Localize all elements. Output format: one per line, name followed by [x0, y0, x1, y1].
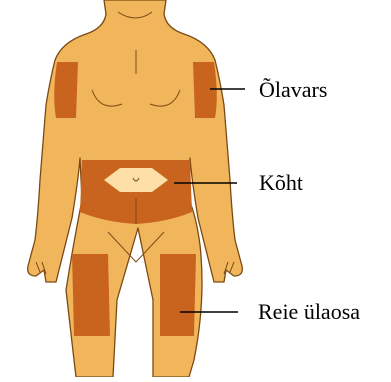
abdomen-label: Kõht: [259, 170, 303, 196]
right-upper-arm-area: [193, 62, 217, 118]
right-thigh-area: [160, 254, 196, 336]
upper-arm-label: Õlavars: [259, 77, 327, 103]
left-thigh-area: [72, 254, 110, 336]
thigh-label: Reie ülaosa: [258, 299, 360, 325]
left-upper-arm-area: [54, 62, 78, 118]
